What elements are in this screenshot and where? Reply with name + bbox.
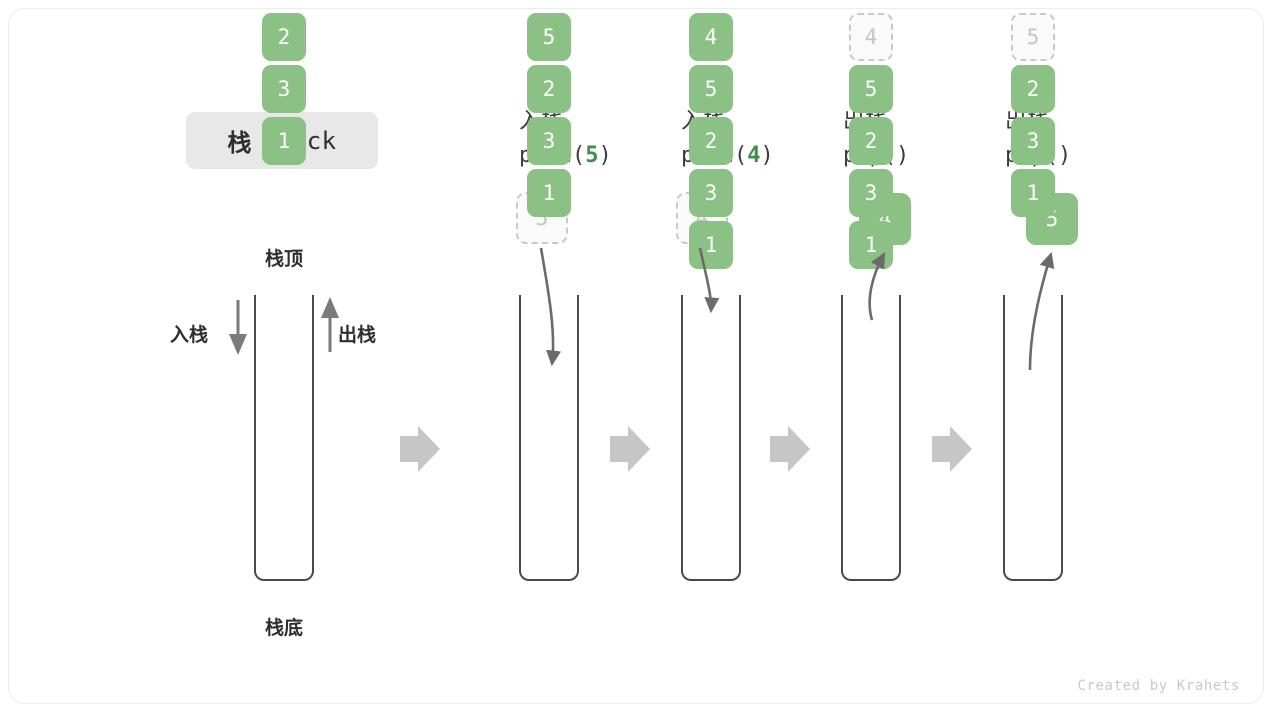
pop-direction-label: 出栈 <box>338 324 377 346</box>
stack-cells-pop-5: 5 2 3 1 <box>1003 9 1063 295</box>
stack-cell: 1 <box>689 221 733 269</box>
stack-top-label: 栈顶 <box>264 248 303 270</box>
operation-code-suffix: ) <box>1057 143 1072 168</box>
title-chinese: 栈 <box>227 129 252 157</box>
stack-cell: 3 <box>1011 117 1055 165</box>
stack-cell: 3 <box>527 117 571 165</box>
stack-cell: 4 <box>689 13 733 61</box>
ghost-cell-in-tube: 4 <box>849 13 893 61</box>
stack-tube <box>681 295 741 581</box>
ghost-cell-in-tube: 5 <box>1011 13 1055 61</box>
stack-cells-initial: 2 3 1 <box>254 9 314 295</box>
operation-argument: 5 <box>585 143 599 168</box>
stack-cell: 2 <box>849 117 893 165</box>
stack-cell: 5 <box>849 65 893 113</box>
operation-code-suffix: ) <box>895 143 910 168</box>
stack-tube <box>841 295 901 581</box>
operation-code-suffix: ) <box>760 143 774 168</box>
stack-cell: 1 <box>1011 169 1055 217</box>
stack-cell: 2 <box>689 117 733 165</box>
stack-tube <box>519 295 579 581</box>
stack-cells-push-4: 4 5 2 3 1 <box>681 9 741 295</box>
stack-cell: 2 <box>527 65 571 113</box>
stack-cell: 3 <box>849 169 893 217</box>
stack-cell: 2 <box>1011 65 1055 113</box>
stack-cells-pop-4: 4 5 2 3 1 <box>841 9 901 295</box>
stack-cells-push-5: 5 2 3 1 <box>519 9 579 295</box>
stack-cell: 1 <box>527 169 571 217</box>
footer-credit: Created by Krahets <box>1077 678 1240 694</box>
stack-bottom-label: 栈底 <box>264 617 303 639</box>
stack-cell: 2 <box>262 13 306 61</box>
stack-tube <box>1003 295 1063 581</box>
stack-cell: 1 <box>262 117 306 165</box>
stack-cell: 5 <box>527 13 571 61</box>
operation-argument: 4 <box>747 143 761 168</box>
stack-cell: 3 <box>262 65 306 113</box>
stack-cell: 5 <box>689 65 733 113</box>
stack-cell: 3 <box>689 169 733 217</box>
push-direction-label: 入栈 <box>170 324 209 346</box>
stack-cell: 1 <box>849 221 893 269</box>
incoming-ghost-box-5: 5 <box>516 192 568 244</box>
operation-code-suffix: ) <box>598 143 612 168</box>
stack-tube <box>254 295 314 581</box>
